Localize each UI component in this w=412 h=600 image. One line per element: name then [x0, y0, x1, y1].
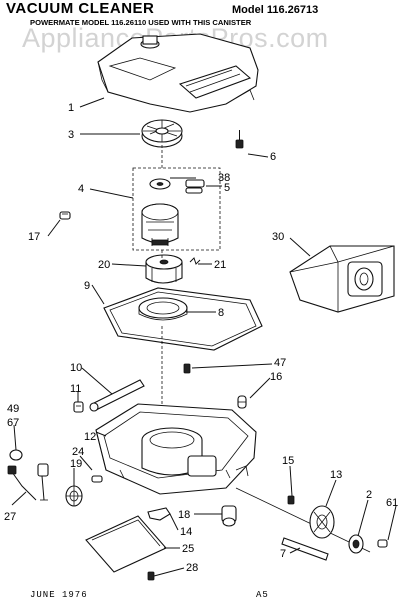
callout-38: 38 [218, 172, 230, 184]
model-number: Model 116.26713 [232, 4, 318, 16]
callout-numbers: 1 3 6 4 38 5 17 30 20 21 9 8 10 47 11 16… [4, 102, 398, 574]
leader-lines [11, 97, 397, 577]
callout-9: 9 [84, 280, 90, 292]
part-15-spacer [287, 495, 295, 505]
callout-4: 4 [78, 183, 84, 195]
callout-8: 8 [218, 307, 224, 319]
part-4-motor-assembly [132, 167, 221, 251]
callout-61: 61 [386, 497, 398, 509]
footer-date: JUNE 1976 [30, 590, 88, 600]
part-27-cord [7, 465, 37, 501]
part-17-clip [59, 211, 71, 220]
callout-6: 6 [270, 151, 276, 163]
part-30-dust-bag [289, 245, 395, 313]
part-3-filter-grille [141, 119, 183, 148]
callout-12: 12 [84, 431, 96, 443]
part-16-plug [237, 395, 247, 409]
part-1-top-cover [97, 33, 259, 113]
part-25-base-plate [85, 515, 167, 573]
diagram-title: VACUUM CLEANER [6, 0, 154, 17]
callout-25: 25 [182, 543, 194, 555]
callout-21: 21 [214, 259, 226, 271]
part-9-gasket [103, 287, 263, 351]
part-61-nut [377, 539, 388, 548]
part-20-motor-mount [145, 254, 183, 284]
part-8-filter-ring [138, 297, 188, 321]
callout-20: 20 [98, 259, 110, 271]
part-11-nut [73, 401, 84, 413]
part-21-spring [189, 257, 201, 265]
callout-10: 10 [70, 362, 82, 374]
part-7-belt [281, 537, 329, 561]
footer-code: A5 [256, 590, 269, 600]
callout-1: 1 [68, 102, 74, 114]
part-47-screw [183, 363, 191, 374]
callout-16: 16 [270, 371, 282, 383]
callout-2: 2 [366, 489, 372, 501]
callout-30: 30 [272, 231, 284, 243]
callout-7: 7 [280, 548, 286, 560]
part-6-screw [235, 130, 244, 149]
part-24-bolt [91, 475, 103, 483]
callout-15: 15 [282, 455, 294, 467]
callout-27: 27 [4, 511, 16, 523]
part-49-grommet [9, 449, 23, 461]
part-67-plug [37, 463, 49, 501]
callout-24: 24 [72, 446, 84, 458]
callout-67: 67 [7, 417, 19, 429]
callout-19: 19 [70, 458, 82, 470]
callout-3: 3 [68, 129, 74, 141]
part-19-wheel [65, 485, 83, 507]
part-18-caster [221, 505, 237, 527]
callout-13: 13 [330, 469, 342, 481]
callout-5: 5 [224, 182, 230, 194]
callout-14: 14 [180, 526, 192, 538]
callout-47: 47 [274, 357, 286, 369]
part-2-pulley [348, 534, 364, 554]
callout-49: 49 [7, 403, 19, 415]
callout-17: 17 [28, 231, 40, 243]
part-28-screw [147, 571, 155, 581]
part-10-rod [89, 379, 145, 412]
callout-11: 11 [70, 383, 81, 395]
part-13-fan [235, 487, 371, 553]
callout-28: 28 [186, 562, 198, 574]
part-14-latch [147, 507, 171, 521]
callout-18: 18 [178, 509, 190, 521]
part-12-base-housing [95, 403, 257, 495]
diagram-subtitle: POWERMATE MODEL 116.26110 USED WITH THIS… [30, 18, 252, 27]
